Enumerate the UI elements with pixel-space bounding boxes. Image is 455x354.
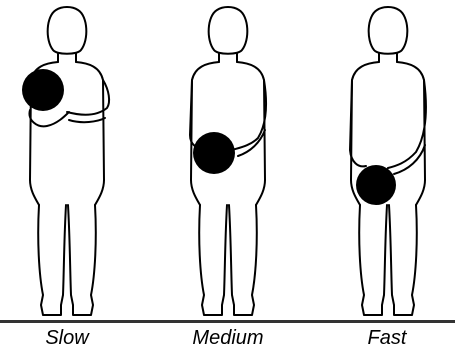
ground-line bbox=[0, 320, 455, 323]
figure-slow bbox=[22, 7, 109, 315]
label-medium: Medium bbox=[168, 326, 288, 350]
ball-slow bbox=[22, 69, 64, 111]
ball-medium bbox=[193, 132, 235, 174]
figure-fast bbox=[350, 7, 426, 315]
figure-medium bbox=[190, 7, 266, 315]
label-slow: Slow bbox=[7, 326, 127, 350]
ball-fast bbox=[356, 165, 396, 205]
label-fast: Fast bbox=[327, 326, 447, 350]
